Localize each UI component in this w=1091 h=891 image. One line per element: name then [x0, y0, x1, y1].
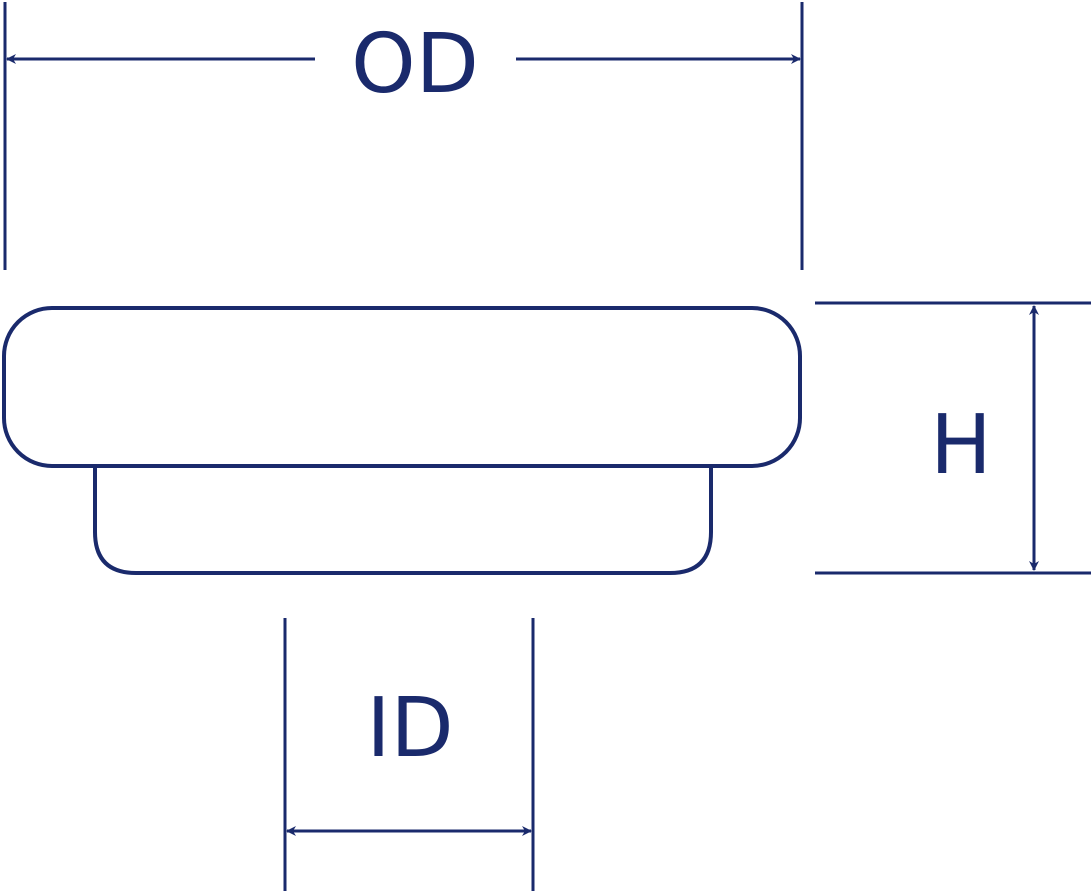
h-dimension: [815, 301, 1091, 575]
od-dimension: [3, 2, 804, 270]
h-label: H: [930, 398, 992, 493]
upper-cap-outline: [2, 306, 802, 468]
id-label: ID: [366, 681, 453, 776]
id-dimension: [283, 618, 535, 891]
od-label: OD: [351, 17, 479, 112]
lower-step-outline: [93, 466, 713, 575]
part-outline: [2, 306, 802, 575]
